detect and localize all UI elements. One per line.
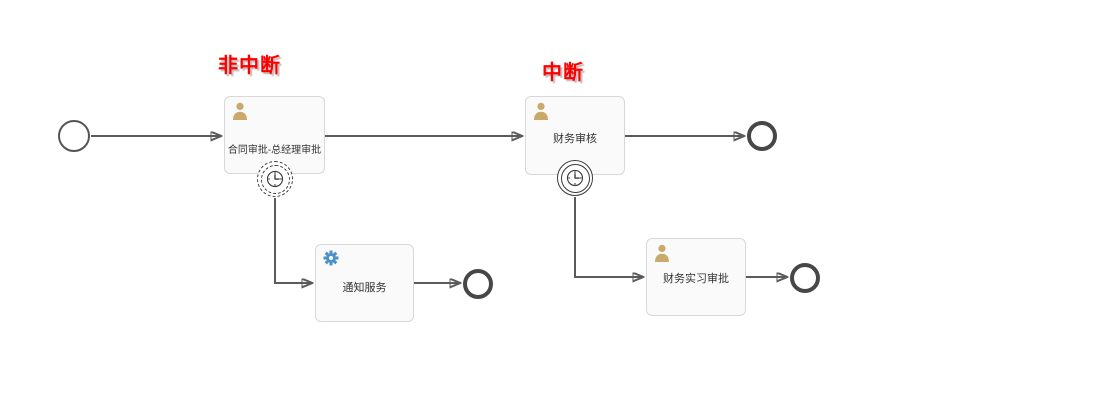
start-event[interactable] [58,120,90,152]
end-event-intern-approval[interactable] [790,263,820,293]
sequence-flow-timer1-to-notify-service[interactable] [274,198,312,283]
task-label: 合同审批-总经理审批 [227,145,322,156]
timer-clock-icon [266,170,284,188]
end-event-finance-review[interactable] [747,121,777,151]
task-notify-service[interactable]: 通知服务 [315,244,414,322]
user-icon [232,102,248,120]
timer-inner-ring [260,164,290,194]
label-non-interrupting: 非中断 [218,55,281,77]
user-icon [654,244,670,262]
sequence-flow-timer2-to-intern-approval[interactable] [574,197,643,277]
user-icon [533,102,549,120]
task-finance-intern-approval[interactable]: 财务实习审批 [646,238,746,316]
task-label: 财务实习审批 [663,273,729,285]
timer-inner-ring [560,163,590,193]
end-event-notify-service[interactable] [463,269,493,299]
boundary-timer-event-interrupting[interactable] [557,160,593,196]
gear-icon [323,250,339,268]
task-label: 财务审核 [553,133,597,145]
boundary-timer-event-non-interrupting[interactable] [257,161,293,197]
task-label: 通知服务 [342,282,387,294]
label-interrupting: 中断 [542,62,584,84]
timer-clock-icon [566,169,584,187]
